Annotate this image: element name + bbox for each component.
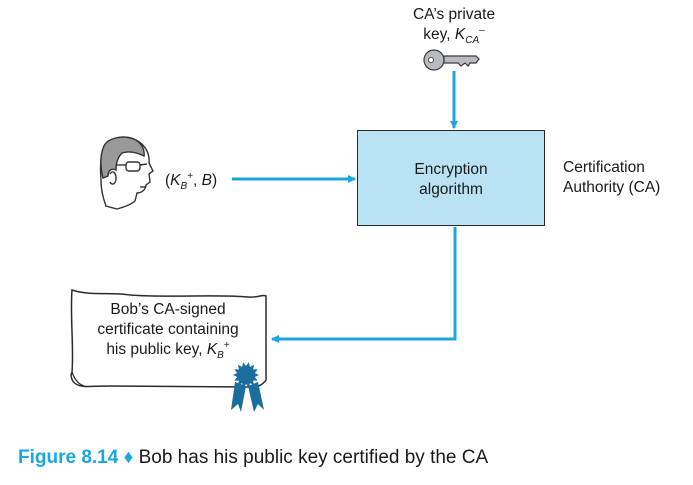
arrow-box-to-certificate	[271, 227, 457, 343]
certificate-line1: Bob’s CA-signed	[110, 301, 226, 318]
ca-key-symbol: K	[454, 26, 466, 43]
certificate-line2: certificate containing	[97, 321, 239, 338]
ribbon-seal-icon	[231, 362, 264, 412]
tuple-superscript: +	[187, 170, 194, 182]
certification-authority-label: Certification Authority (CA)	[563, 158, 660, 198]
certificate-line3: his public key, KB+	[82, 340, 254, 360]
ca-private-key-label: CA’s private key, KCA–	[395, 5, 513, 46]
ca-key-line1: CA’s private	[412, 6, 496, 23]
encryption-algorithm-label: Encryption algorithm	[357, 160, 545, 200]
encryption-line2: algorithm	[419, 181, 483, 198]
caption-diamond-icon: ♦	[123, 447, 134, 468]
ca-key-subscript: CA	[465, 35, 480, 47]
ca-key-line2: key, KCA–	[395, 25, 513, 45]
certificate-key-symbol: K	[206, 341, 218, 358]
tuple-open: (	[165, 172, 171, 189]
key-icon	[423, 49, 480, 71]
tuple-symbol: K	[170, 172, 181, 189]
tuple-subscript: B	[180, 181, 188, 193]
caption-figure-number: Figure 8.14	[18, 447, 119, 468]
tuple-close: )	[212, 172, 218, 189]
ca-key-prefix: key,	[423, 26, 455, 43]
certificate-text: Bob’s CA-signed certificate containing h…	[82, 300, 254, 361]
bob-head-icon	[99, 136, 154, 210]
certificate-icon	[70, 288, 267, 388]
certificate-key-subscript: B	[217, 350, 224, 362]
ca-line2: Authority (CA)	[563, 179, 661, 196]
bob-public-key-tuple: (KB+, B)	[165, 171, 217, 191]
caption-text: Bob has his public key certified by the …	[138, 447, 489, 468]
figure-caption: Figure 8.14 ♦ Bob has his public key cer…	[18, 446, 488, 470]
encryption-line1: Encryption	[414, 161, 488, 178]
certificate-line3-prefix: his public key,	[106, 341, 207, 358]
encryption-algorithm-box	[357, 130, 545, 226]
tuple-separator: ,	[193, 172, 202, 189]
tuple-name: B	[201, 172, 212, 189]
ca-line1: Certification	[563, 159, 645, 176]
certificate-key-superscript: +	[223, 339, 230, 351]
ca-key-superscript: –	[479, 24, 485, 36]
